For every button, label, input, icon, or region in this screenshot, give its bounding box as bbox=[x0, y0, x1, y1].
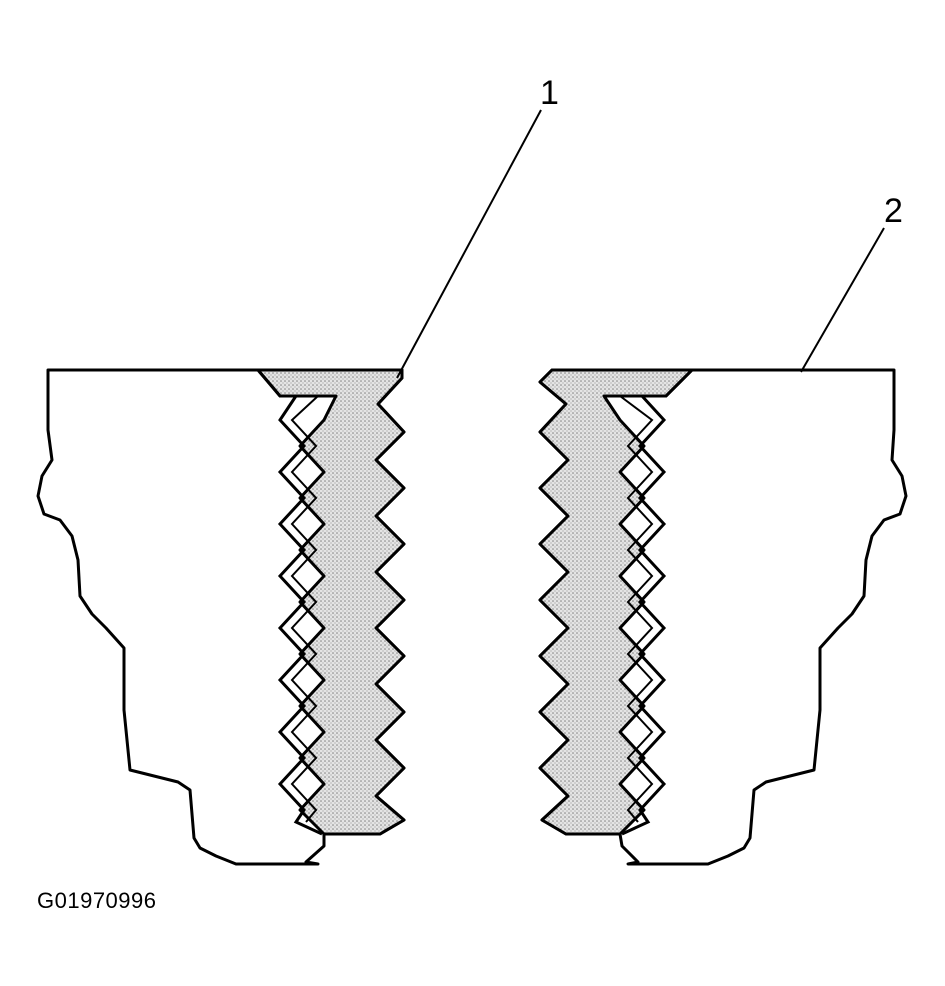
callout-2-leader bbox=[800, 227, 885, 373]
right-thread-line-outer bbox=[621, 394, 667, 836]
left-insert-core bbox=[256, 368, 406, 836]
right-housing-section bbox=[538, 368, 908, 866]
left-housing-section bbox=[36, 368, 406, 866]
left-thread-line-inner bbox=[290, 395, 319, 823]
right-thread-line-inner bbox=[619, 395, 654, 823]
right-insert-core bbox=[538, 368, 694, 836]
figure-id: G01970996 bbox=[37, 888, 157, 913]
callout-1-label: 1 bbox=[540, 74, 559, 112]
left-chamfer-edge bbox=[256, 369, 336, 398]
right-chamfer-edge bbox=[604, 368, 694, 398]
left-thread-line-outer bbox=[277, 395, 323, 836]
callout-2-label: 2 bbox=[884, 192, 903, 230]
callout-1-leader bbox=[396, 109, 542, 379]
